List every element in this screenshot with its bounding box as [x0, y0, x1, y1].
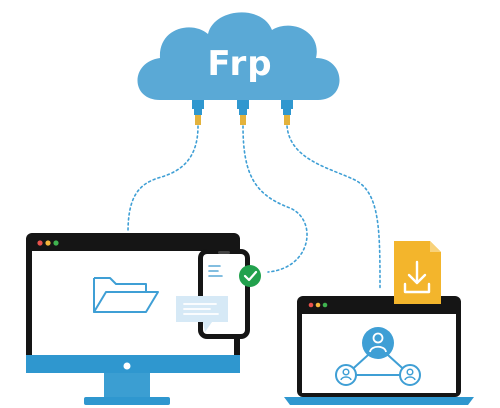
- laptop-base: [284, 397, 474, 405]
- monitor-base: [84, 397, 170, 405]
- window-dot-yellow: [45, 240, 51, 246]
- window-dot-green: [53, 240, 59, 246]
- monitor-stand: [104, 373, 150, 399]
- user-network-icon: [335, 327, 421, 386]
- cloud-connectors: [192, 100, 293, 125]
- check-icon: [239, 265, 261, 287]
- link-to-desktop: [127, 125, 199, 233]
- window-dot-red: [37, 240, 43, 246]
- download-document-icon: [394, 241, 441, 304]
- link-to-laptop: [286, 125, 381, 291]
- cloud-icon: [137, 12, 340, 100]
- folder-icon: [93, 277, 159, 313]
- laptop: [284, 296, 474, 405]
- cloud-label: Frp: [207, 44, 273, 84]
- chat-bubble-icon: [176, 296, 228, 332]
- link-to-phone: [242, 125, 308, 273]
- connection-links: [127, 125, 381, 291]
